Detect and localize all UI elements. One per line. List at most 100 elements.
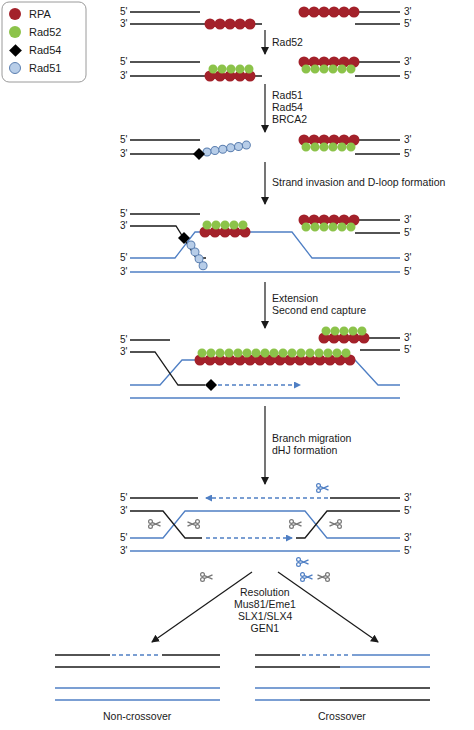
dna-strand — [355, 232, 400, 233]
donor-strand — [340, 666, 430, 667]
strand-end-label: 3' — [120, 148, 127, 160]
step-label: SLX1/SLX4 — [238, 610, 292, 623]
donor-strand — [130, 397, 400, 398]
dna-strand — [130, 61, 200, 62]
scissors-icon — [317, 484, 329, 493]
legend-text: Rad54 — [29, 43, 61, 57]
strand-end-label: 3' — [120, 70, 127, 82]
rpa-coat — [304, 7, 355, 18]
strand-end-label: 3' — [404, 532, 411, 544]
strand-end-label: 3' — [404, 252, 411, 264]
rad51-filament — [191, 245, 205, 269]
legend-text: RPA — [29, 7, 51, 21]
step-arrow — [264, 162, 265, 204]
donor-strand — [255, 687, 340, 688]
dna-strand — [130, 139, 200, 140]
legend-swatch — [9, 62, 21, 74]
step-label: Mus81/Eme1 — [234, 598, 296, 611]
rad52-coat — [306, 65, 352, 74]
new-dna — [112, 654, 160, 655]
outcome-label: Crossover — [318, 710, 366, 723]
legend-text: Rad52 — [29, 25, 61, 39]
donor-strand — [55, 699, 220, 700]
dna-strand — [162, 654, 220, 655]
strand-end-label: 3' — [404, 214, 411, 226]
extension-arrow — [218, 384, 300, 385]
dna-strand — [360, 349, 400, 350]
strand-end-label: 5' — [404, 266, 411, 278]
rpa-coat — [210, 19, 251, 30]
strand-end-label: 5' — [404, 344, 411, 356]
strand-end-label: 3' — [120, 18, 127, 30]
rad51-filament — [191, 245, 205, 269]
donor-strand — [130, 360, 400, 385]
strand-end-label: 5' — [120, 492, 127, 504]
synthesis-arrow — [206, 537, 292, 538]
scissors-icon — [149, 520, 161, 529]
rad51-filament — [207, 145, 247, 152]
donor-strand — [55, 687, 220, 688]
rad52-coat — [326, 327, 363, 336]
legend-box — [2, 2, 86, 82]
strand-end-label: 5' — [120, 134, 127, 146]
dna-strand — [55, 654, 110, 655]
rpa-coat — [304, 57, 355, 68]
step-arrow — [264, 30, 265, 54]
strand-end-label: 5' — [120, 6, 127, 18]
strand-end-label: 5' — [120, 56, 127, 68]
rad52-coat — [213, 65, 250, 74]
rpa-coat — [304, 215, 355, 226]
donor-strand — [352, 654, 430, 655]
scissors-icon — [297, 558, 309, 567]
dna-strand — [130, 511, 202, 538]
strand-end-label: 3' — [120, 266, 127, 278]
strand-end-label: 5' — [404, 148, 411, 160]
step-label: Strand invasion and D-loop formation — [272, 176, 445, 189]
scissors-icon — [301, 573, 313, 582]
strand-end-label: 5' — [120, 208, 127, 220]
strand-end-label: 5' — [404, 18, 411, 30]
dna-strand — [130, 23, 262, 24]
dna-strand — [296, 511, 400, 538]
scissors-icon — [290, 520, 302, 529]
legend-swatch — [9, 8, 21, 20]
dna-strand — [300, 11, 400, 12]
invading-strand — [130, 352, 205, 385]
step-label: dHJ formation — [272, 444, 337, 457]
strand-end-label: 5' — [404, 505, 411, 517]
dna-strand — [300, 61, 400, 62]
dna-strand — [130, 339, 170, 340]
step-label: Branch migration — [272, 432, 351, 445]
strand-end-label: 5' — [404, 70, 411, 82]
strand-end-label: 3' — [404, 56, 411, 68]
dna-strand — [130, 213, 200, 214]
scissors-icon — [201, 573, 213, 582]
dna-strand — [130, 75, 262, 76]
legend-swatch — [9, 26, 21, 38]
dna-strand — [255, 666, 340, 667]
legend-row: Rad54 — [9, 43, 83, 57]
donor-strand — [255, 699, 300, 700]
strand-end-label: 3' — [404, 492, 411, 504]
dna-strand — [300, 219, 400, 220]
step-label: Rad54 — [272, 101, 303, 114]
scissors-icon — [330, 520, 342, 529]
dna-strand — [330, 497, 400, 498]
rad52-coat — [306, 223, 352, 232]
step-label: Rad52 — [272, 36, 303, 49]
step-label: BRCA2 — [272, 113, 307, 126]
legend-text: Rad51 — [29, 61, 61, 75]
dna-strand — [355, 23, 400, 24]
strand-end-label: 5' — [120, 532, 127, 544]
donor-strand — [130, 232, 400, 258]
strand-end-label: 5' — [120, 334, 127, 346]
step-label: Resolution — [240, 586, 290, 599]
dna-strand — [355, 153, 400, 154]
dna-strand — [130, 153, 194, 154]
legend-row: Rad51 — [9, 61, 83, 75]
rad51-filament — [207, 145, 247, 152]
outcome-label: Non-crossover — [103, 710, 171, 723]
